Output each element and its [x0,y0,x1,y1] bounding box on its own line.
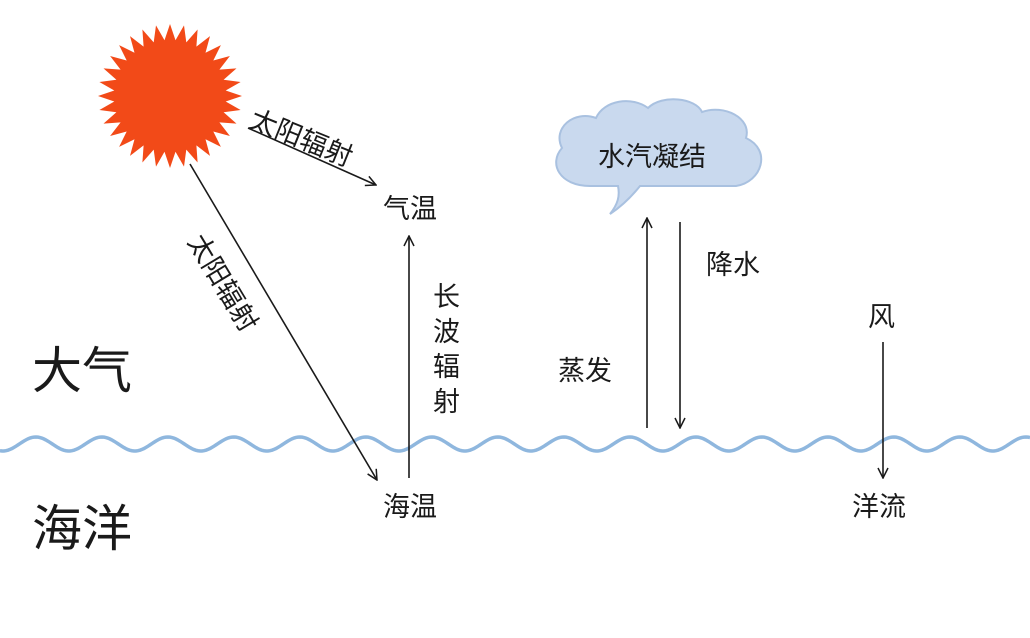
wind-label: 风 [868,302,895,333]
longwave-radiation-label: 长波辐射 [428,282,459,422]
sea-temperature-label: 海温 [383,492,437,523]
atmosphere-label: 大气 [32,342,132,400]
sea-surface-wave [0,435,1030,453]
evaporation-label: 蒸发 [558,356,612,387]
ocean-current-label: 洋流 [852,492,906,523]
precipitation-label: 降水 [706,250,760,281]
arrow-solar-to-air-temp [247,127,376,185]
sun-icon [98,24,242,168]
air-temperature-label: 气温 [383,194,437,225]
condensation-label: 水汽凝结 [598,142,706,173]
cloud-icon [555,98,763,215]
arrow-solar-to-sea-temp [189,163,377,480]
ocean-label: 海洋 [32,500,132,558]
